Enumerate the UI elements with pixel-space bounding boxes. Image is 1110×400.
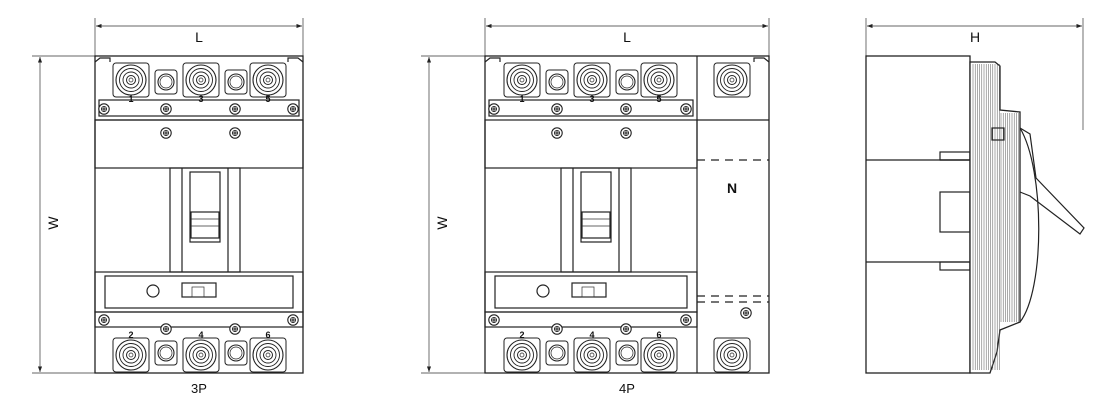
terminal-cover-edge	[94, 57, 304, 63]
screw-icon	[287, 314, 299, 326]
accessory-cover	[104, 275, 294, 309]
terminal-number: 5	[656, 94, 661, 104]
view-side: H	[865, 18, 1085, 374]
terminal-number: 3	[198, 94, 203, 104]
side-handle-arc	[1019, 127, 1040, 323]
screw-icon	[229, 103, 241, 115]
terminal-bolt-icon	[573, 62, 611, 98]
screw-icon	[740, 307, 752, 319]
screw-icon	[488, 314, 500, 326]
test-button-icon	[536, 284, 550, 298]
screw-icon	[620, 103, 632, 115]
screw-icon	[680, 103, 692, 115]
toggle-handle	[189, 171, 221, 243]
side-base	[865, 55, 971, 374]
cover-ribs	[972, 64, 1019, 370]
terminal-bolt-icon	[249, 337, 287, 373]
screw-icon	[551, 323, 563, 335]
screw-icon	[160, 127, 172, 139]
terminal-bolt-icon	[640, 62, 678, 98]
screw-icon	[229, 323, 241, 335]
accessory-latch-inner	[191, 286, 205, 298]
view-caption-4p: 4P	[619, 381, 635, 396]
accessory-latch-inner	[581, 286, 595, 298]
screw-icon	[488, 103, 500, 115]
terminal-bolt-icon	[112, 337, 150, 373]
terminal-bolt-icon	[573, 337, 611, 373]
screw-icon	[620, 127, 632, 139]
breaker-body-3p	[94, 55, 304, 374]
terminal-number: 4	[198, 330, 203, 340]
terminal-bolt-icon	[249, 62, 287, 98]
screw-icon	[98, 314, 110, 326]
side-clip	[991, 127, 1005, 141]
neutral-bolt-icon	[713, 62, 751, 98]
terminal-bolt-icon	[182, 62, 220, 98]
terminal-bolt-icon	[640, 337, 678, 373]
toggle-handle	[580, 171, 612, 243]
dimension-label-width: W	[434, 216, 450, 230]
dimension-label-length: L	[623, 29, 631, 45]
dimension-label-length: L	[195, 29, 203, 45]
screw-icon	[680, 314, 692, 326]
terminal-strip-bottom	[94, 311, 304, 328]
accessory-cover	[494, 275, 688, 309]
terminal-number: 2	[128, 330, 133, 340]
screw-icon	[160, 103, 172, 115]
view-4p: L W 1 3 5 N	[421, 18, 770, 396]
terminal-bolt-icon	[503, 337, 541, 373]
terminal-number: 1	[519, 94, 524, 104]
terminal-bolt-icon	[182, 337, 220, 373]
terminal-hole-icon	[615, 340, 639, 366]
terminal-hole-icon	[224, 340, 248, 366]
view-3p: L W 1 3 5	[32, 18, 304, 396]
terminal-bolt-icon	[112, 62, 150, 98]
screw-icon	[551, 103, 563, 115]
dimension-label-width: W	[45, 216, 61, 230]
screw-icon	[160, 323, 172, 335]
neutral-bolt-icon	[713, 337, 751, 373]
dimension-label-height: H	[970, 29, 980, 45]
terminal-hole-icon	[545, 69, 569, 95]
terminal-number: 3	[589, 94, 594, 104]
terminal-number: 6	[656, 330, 661, 340]
screw-icon	[551, 127, 563, 139]
screw-icon	[287, 103, 299, 115]
terminal-number: 5	[265, 94, 270, 104]
terminal-cover-edge	[484, 57, 770, 63]
neutral-label: N	[727, 180, 737, 196]
terminal-bolt-icon	[503, 62, 541, 98]
terminal-hole-icon	[224, 69, 248, 95]
terminal-strip-bottom	[484, 311, 698, 328]
terminal-hole-icon	[545, 340, 569, 366]
side-toggle-handle	[1019, 127, 1085, 235]
terminal-hole-icon	[154, 340, 178, 366]
toggle-grip	[581, 211, 611, 239]
toggle-grip	[190, 211, 220, 239]
terminal-number: 4	[589, 330, 594, 340]
view-caption-3p: 3P	[191, 381, 207, 396]
screw-icon	[98, 103, 110, 115]
terminal-number: 2	[519, 330, 524, 340]
test-button-icon	[146, 284, 160, 298]
screw-icon	[229, 127, 241, 139]
terminal-hole-icon	[615, 69, 639, 95]
screw-icon	[620, 323, 632, 335]
terminal-hole-icon	[154, 69, 178, 95]
terminal-number: 1	[128, 94, 133, 104]
terminal-number: 6	[265, 330, 270, 340]
